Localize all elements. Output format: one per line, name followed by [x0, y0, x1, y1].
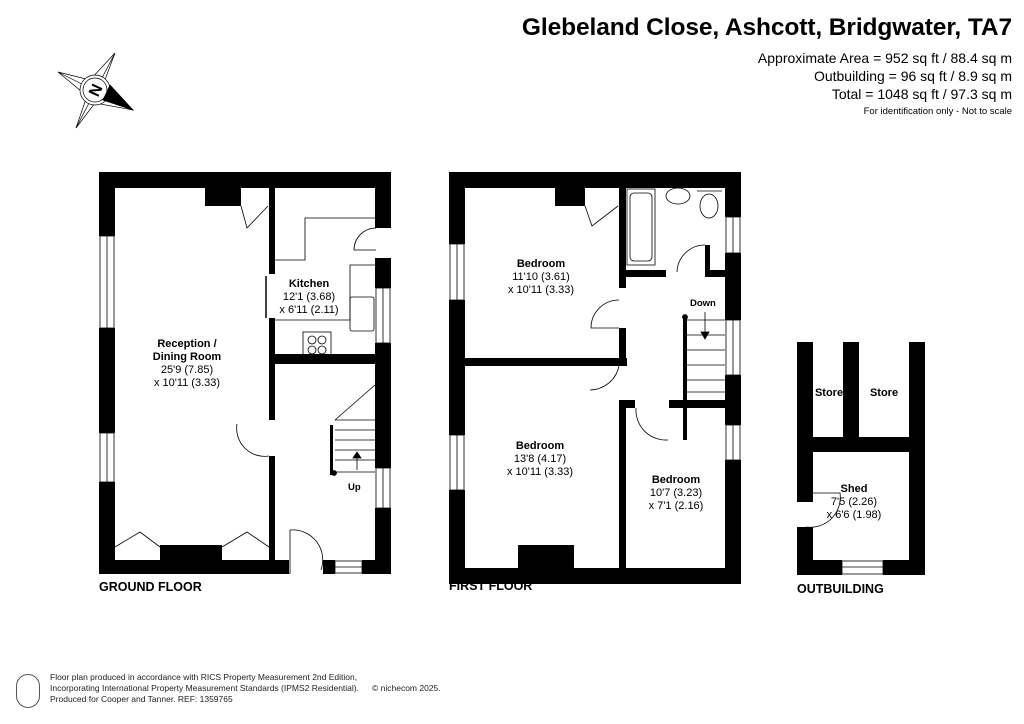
room-label-shed: Shed 7'5 (2.26) x 6'6 (1.98): [826, 483, 882, 521]
room-label-bedroom-2: Bedroom 13'8 (4.17) x 10'11 (3.33): [506, 440, 574, 478]
first-floor-fixtures: [449, 187, 741, 491]
copyright: © nichecom 2025.: [372, 683, 441, 693]
stairs-down-label: Down: [690, 298, 716, 309]
first-floor-label: FIRST FLOOR: [449, 579, 533, 593]
total-area: Total = 1048 sq ft / 97.3 sq m: [831, 86, 1012, 102]
first-floor-walls: [449, 172, 741, 584]
stairs-up-label: Up: [348, 482, 361, 493]
outbuilding-walls: [797, 342, 925, 575]
outbuilding-fixtures: [805, 492, 884, 575]
ground-floor-fixtures: [99, 205, 391, 574]
outbuilding-label: OUTBUILDING: [797, 582, 884, 596]
approximate-area: Approximate Area = 952 sq ft / 88.4 sq m: [757, 50, 1012, 66]
ground-floor-label: GROUND FLOOR: [99, 580, 202, 594]
ground-floor-walls: [99, 172, 391, 574]
room-label-store-2: Store: [869, 387, 899, 399]
scale-note: For identification only - Not to scale: [863, 106, 1012, 117]
room-label-kitchen: Kitchen 12'1 (3.68) x 6'11 (2.11): [279, 278, 339, 316]
footer-disclaimer: Floor plan produced in accordance with R…: [50, 672, 441, 704]
room-label-bedroom-3: Bedroom 10'7 (3.23) x 7'1 (2.16): [648, 474, 704, 512]
outbuilding-area: Outbuilding = 96 sq ft / 8.9 sq m: [813, 68, 1012, 84]
room-label-bedroom-1: Bedroom 11'10 (3.61) x 10'11 (3.33): [507, 258, 575, 296]
room-label-reception-dining: Reception / Dining Room 25'9 (7.85) x 10…: [152, 338, 222, 389]
person-measure-icon: [16, 674, 40, 708]
property-title: Glebeland Close, Ashcott, Bridgwater, TA…: [521, 14, 1012, 41]
compass-north-icon: N: [57, 52, 135, 129]
room-label-store-1: Store: [814, 387, 844, 399]
